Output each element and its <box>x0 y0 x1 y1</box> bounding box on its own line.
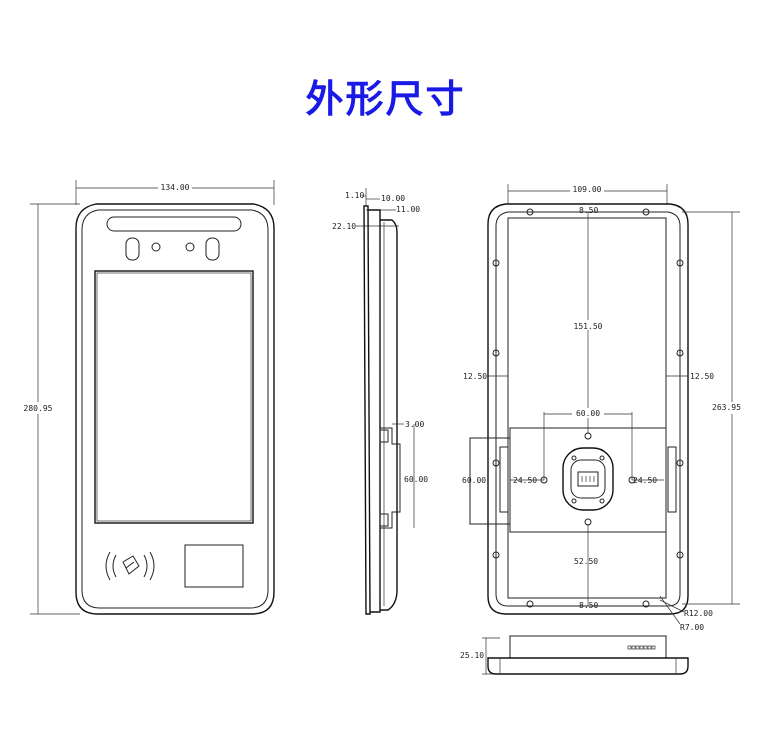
nfc-icon <box>105 551 155 581</box>
card-reader-window <box>184 544 244 588</box>
back-radius-inner-label: R7.00 <box>680 623 704 632</box>
ir-light-left <box>125 237 140 261</box>
bottom-height-label: 25.10 <box>460 651 484 660</box>
side-d1-label: 1.10 <box>345 191 364 200</box>
side-d5-label: 3.00 <box>405 420 424 429</box>
back-top-margin-label: 8.50 <box>579 206 598 215</box>
back-lower-label: 52.50 <box>574 557 598 566</box>
front-height-label: 280.95 <box>24 404 53 413</box>
page-title: 外形尺寸 <box>305 77 466 121</box>
front-view: 134.00 280.95 <box>18 180 275 615</box>
back-radius-outer-label: R12.00 <box>684 609 713 618</box>
device-outline-back <box>487 203 689 615</box>
back-width-label: 109.00 <box>573 185 602 194</box>
device-outline-front <box>75 203 275 615</box>
back-bottom-margin-label: 8.50 <box>579 601 598 610</box>
back-hole-span-label: 60.00 <box>576 409 600 418</box>
front-width-label: 134.00 <box>161 183 190 192</box>
side-d3-label: 11.00 <box>396 205 420 214</box>
back-right-offset-label: 24.50 <box>633 476 657 485</box>
side-d6-label: 60.00 <box>404 475 428 484</box>
display-screen <box>94 270 254 524</box>
back-left-side-label: 12.50 <box>463 372 487 381</box>
camera-bar <box>106 216 242 232</box>
screw-icons <box>492 208 684 608</box>
bottom-view: 25.10 <box>460 635 689 675</box>
back-view: 109.00 8.50 151.50 12.50 12.50 263.95 <box>462 184 746 632</box>
side-d4-label: 22.10 <box>332 222 356 231</box>
camera-right-icon <box>185 242 195 252</box>
camera-left-icon <box>151 242 161 252</box>
back-vertical-label: 151.50 <box>574 322 603 331</box>
side-view: 1.10 10.00 11.00 22.10 3.00 60.00 <box>332 188 428 615</box>
back-left-bracket-label: 60.00 <box>462 476 486 485</box>
cable-port <box>562 447 614 511</box>
ir-light-right <box>205 237 220 261</box>
back-height-label: 263.95 <box>712 403 741 412</box>
side-d2-label: 10.00 <box>381 194 405 203</box>
bottom-body <box>509 635 667 659</box>
back-right-side-label: 12.50 <box>690 372 714 381</box>
back-left-offset-label: 24.50 <box>513 476 537 485</box>
bottom-vent-dots <box>627 645 656 650</box>
